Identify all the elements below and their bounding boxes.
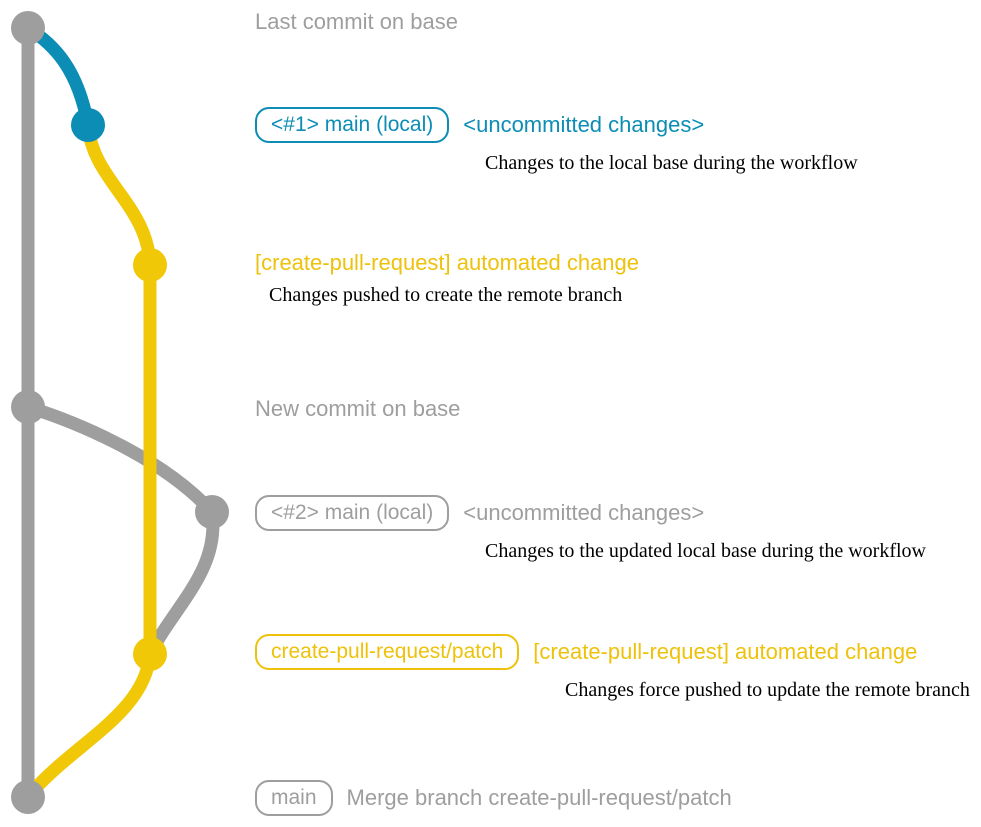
commit-node-local-2[interactable]	[195, 495, 229, 529]
commit-node-patch-2[interactable]	[133, 637, 167, 671]
branch-pill-patch-2[interactable]: create-pull-request/patch	[255, 634, 520, 670]
commit-title-merge: Merge branch create-pull-request/patch	[346, 785, 732, 810]
commit-node-base-last[interactable]	[11, 11, 45, 45]
row-heading: [create-pull-request] automated change	[255, 250, 639, 276]
commit-note-local-2: Changes to the updated local base during…	[485, 540, 926, 562]
row-heading: main Merge branch create-pull-request/pa…	[255, 780, 732, 816]
commit-node-patch-1[interactable]	[133, 248, 167, 282]
row-local-1: <#1> main (local) <uncommitted changes> …	[255, 107, 858, 175]
row-merge: main Merge branch create-pull-request/pa…	[255, 780, 732, 816]
commit-title-local-2: <uncommitted changes>	[463, 500, 705, 525]
commit-note-patch-1: Changes pushed to create the remote bran…	[269, 284, 623, 306]
branch-pill-local-1[interactable]: <#1> main (local)	[255, 107, 450, 143]
row-local-2: <#2> main (local) <uncommitted changes> …	[255, 495, 926, 563]
edge-base-to-local1	[21, 21, 95, 132]
commit-node-base-new[interactable]	[11, 390, 45, 424]
commit-title-last-commit-on-base: Last commit on base	[255, 9, 458, 34]
edge-local1-to-patch1	[81, 118, 157, 272]
row-heading: New commit on base	[255, 396, 460, 422]
row-heading: <#1> main (local) <uncommitted changes>	[255, 107, 858, 143]
row-patch-2: create-pull-request/patch [create-pull-r…	[255, 634, 970, 702]
row-heading: <#2> main (local) <uncommitted changes>	[255, 495, 926, 531]
edge-base-to-local2	[21, 400, 219, 519]
row-last-commit-on-base: Last commit on base	[255, 9, 458, 35]
commit-title-patch-1: [create-pull-request] automated change	[255, 250, 640, 275]
branch-pill-local-2[interactable]: <#2> main (local)	[255, 495, 450, 531]
commit-note-local-1: Changes to the local base during the wor…	[485, 152, 858, 174]
row-patch-1: [create-pull-request] automated change C…	[255, 250, 639, 307]
row-new-commit-on-base: New commit on base	[255, 396, 460, 422]
commit-title-patch-2: [create-pull-request] automated change	[533, 639, 918, 664]
commit-title-new-commit-on-base: New commit on base	[255, 396, 461, 421]
commit-node-base-merge[interactable]	[11, 780, 45, 814]
commit-title-local-1: <uncommitted changes>	[463, 112, 705, 137]
edge-local2-to-patch2	[143, 505, 220, 661]
commit-node-local-1[interactable]	[71, 108, 105, 142]
commit-note-patch-2: Changes force pushed to update the remot…	[565, 679, 970, 701]
branch-pill-main[interactable]: main	[255, 780, 333, 816]
row-heading: Last commit on base	[255, 9, 458, 35]
row-heading: create-pull-request/patch [create-pull-r…	[255, 634, 970, 670]
edge-patch2-to-merge	[21, 647, 157, 804]
